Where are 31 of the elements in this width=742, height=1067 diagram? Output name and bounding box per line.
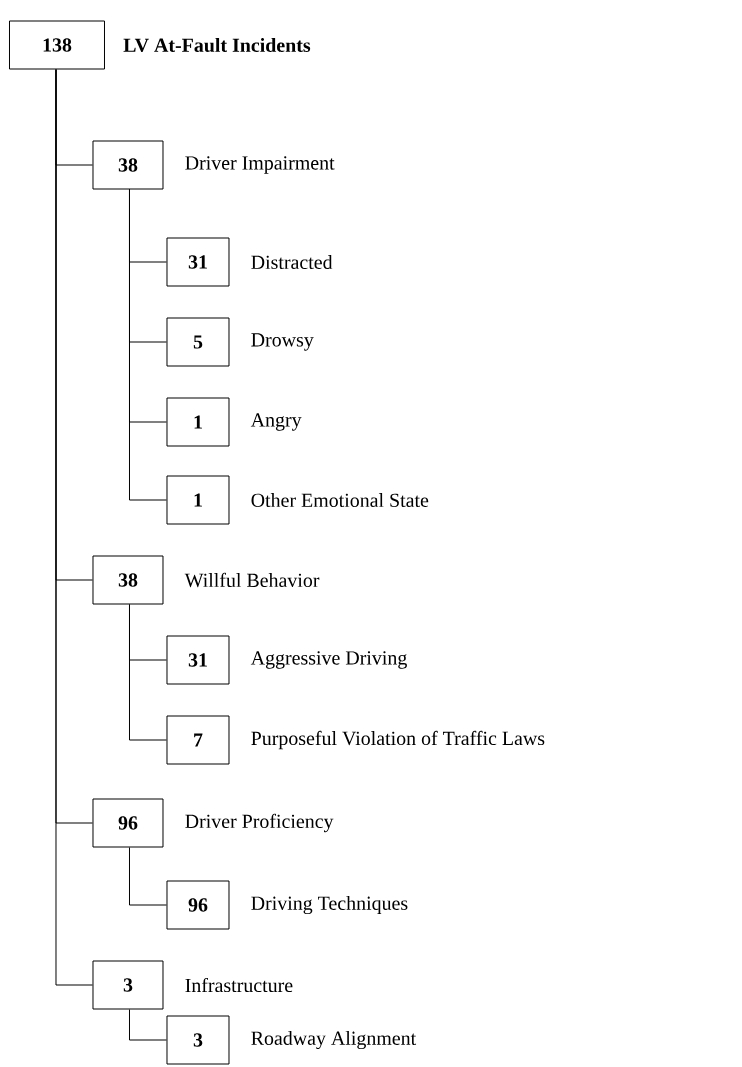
- category-label: Aggressive Driving: [250, 651, 407, 669]
- category-label: Driver Impairment: [185, 156, 335, 174]
- category-label: Driving Techniques: [251, 895, 408, 915]
- category-label: Infrastructure: [185, 977, 293, 993]
- category-label: Willful Behavior: [184, 572, 320, 588]
- connector-line: [129, 1009, 167, 1041]
- category-label: Drowsy: [251, 333, 314, 351]
- number-box: 5: [166, 317, 230, 367]
- number-box: 138: [9, 20, 105, 70]
- number-box: 38: [92, 555, 164, 605]
- number-box: 96: [166, 880, 230, 930]
- number-box: 31: [166, 237, 230, 287]
- number-box: 3: [92, 960, 164, 1010]
- number-box: 96: [92, 798, 164, 848]
- connector-line: [129, 189, 167, 501]
- category-label: Other Emotional State: [251, 493, 429, 507]
- category-label: Distracted: [251, 255, 333, 269]
- number-box: 1: [166, 475, 230, 525]
- number-box: 1: [166, 397, 230, 447]
- category-label: Driver Proficiency: [185, 813, 334, 833]
- number-box: 3: [166, 1015, 230, 1065]
- category-label: Roadway Alignment: [251, 1030, 417, 1050]
- category-label: Angry: [250, 413, 302, 431]
- connector-line: [129, 847, 167, 906]
- category-label: Purposeful Violation of Traffic Laws: [251, 730, 545, 750]
- connector-line: [129, 604, 167, 741]
- number-box: 31: [166, 635, 230, 685]
- number-box: 38: [92, 140, 164, 190]
- connector-line: [55, 69, 93, 986]
- category-label: LV At-Fault Incidents: [123, 37, 311, 53]
- number-box: 7: [166, 715, 230, 765]
